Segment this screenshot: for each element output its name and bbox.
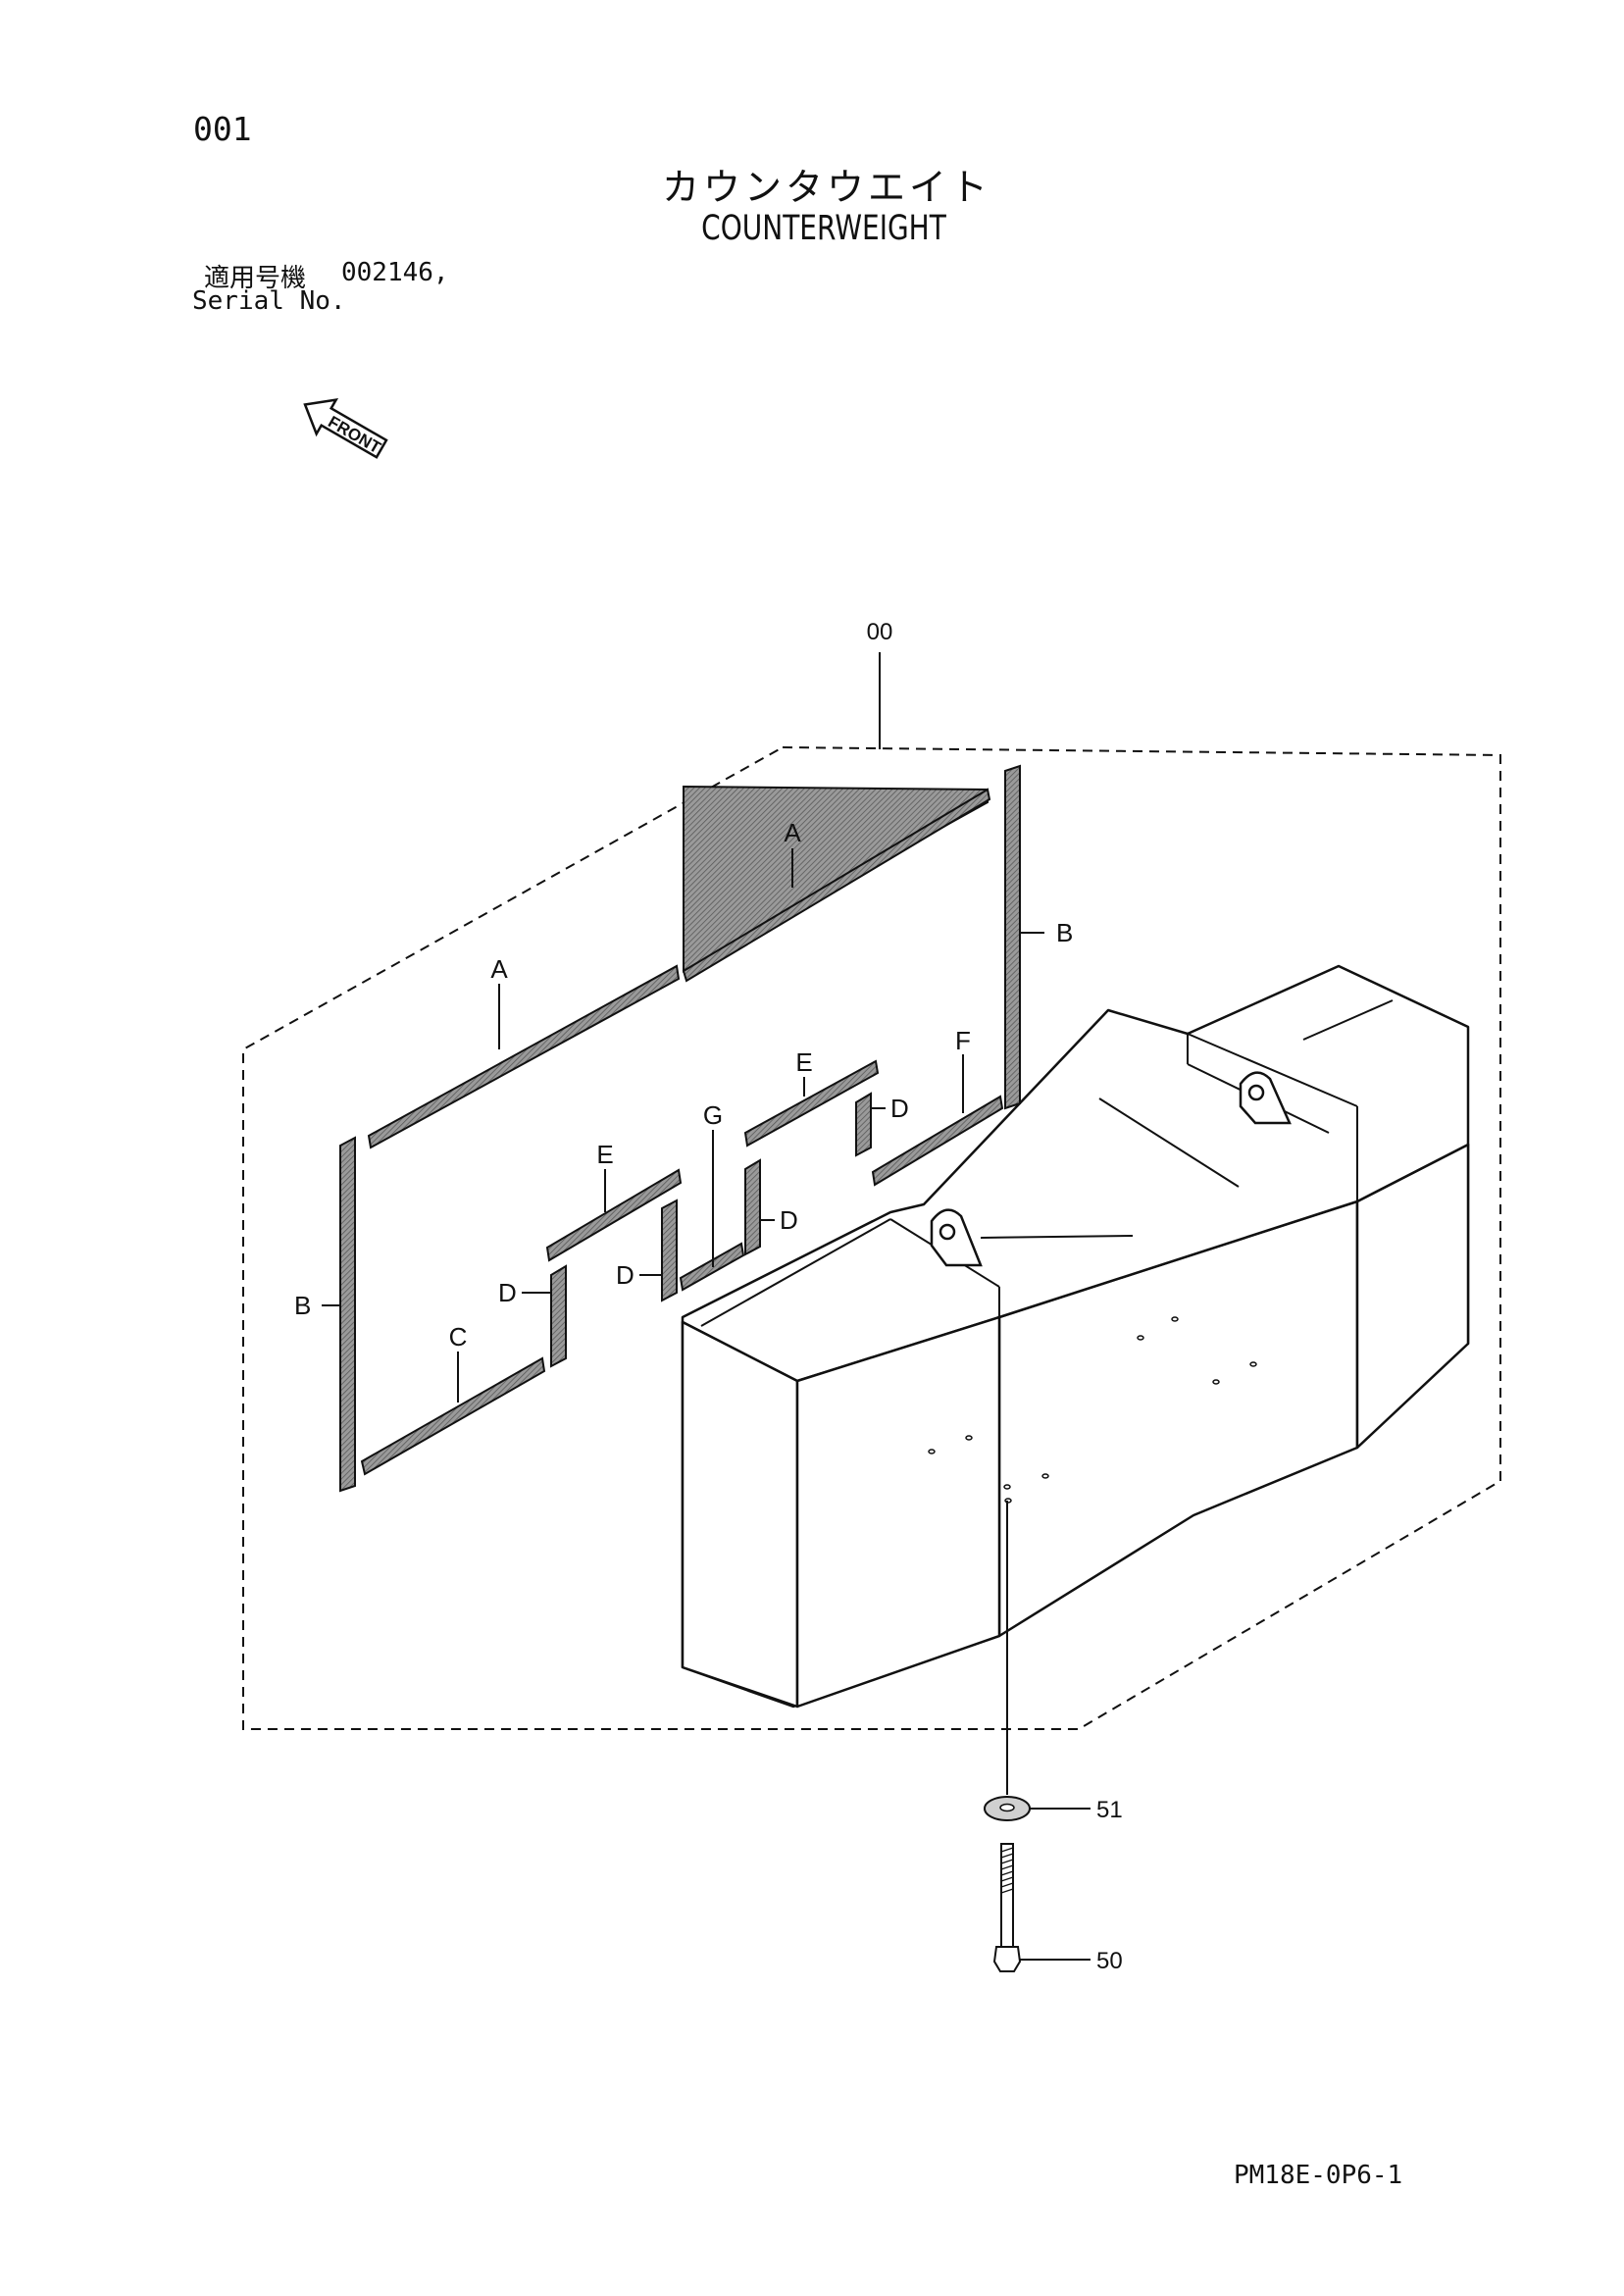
counterweight-body	[681, 964, 1470, 1709]
strip-b-right	[1004, 764, 1021, 1110]
callout-b-right: B	[1056, 918, 1073, 947]
title-english: COUNTERWEIGHT	[701, 209, 946, 248]
callout-d2: D	[616, 1260, 634, 1290]
callout-a-upper: A	[784, 818, 801, 847]
page-number: 001	[193, 110, 252, 148]
assembly-boundary	[242, 745, 1501, 1730]
front-arrow-icon: FRONT	[303, 398, 388, 459]
strip-d3	[744, 1158, 761, 1256]
strip-d2	[661, 1199, 678, 1302]
callout-d4: D	[890, 1094, 909, 1123]
seal-strips	[339, 764, 1021, 1493]
callout-e1: E	[596, 1140, 613, 1169]
callout-d1: D	[498, 1278, 517, 1307]
washer-icon	[984, 1796, 1031, 1821]
strip-d1	[550, 1264, 567, 1368]
assembly-number: 00	[867, 619, 893, 645]
callout-leaders	[322, 848, 1091, 1961]
callout-b-left: B	[294, 1291, 311, 1320]
strip-a-upper-bar	[682, 788, 991, 983]
counterweight-top-lines	[700, 965, 1469, 1327]
callout-d3: D	[780, 1205, 798, 1235]
callout-g: G	[703, 1100, 723, 1130]
callout-c: C	[449, 1322, 468, 1352]
strip-a-lower	[367, 964, 681, 1149]
callout-f: F	[955, 1026, 971, 1055]
callout-a-lower: A	[490, 954, 508, 984]
title-japanese: カウンタウエイト	[661, 166, 991, 209]
bolt-icon	[992, 1843, 1022, 1972]
strip-c	[360, 1356, 546, 1476]
callout-e2: E	[795, 1047, 812, 1077]
bolt-holes	[928, 1316, 1257, 1504]
strip-f	[871, 1095, 1004, 1187]
strip-e1	[545, 1168, 683, 1262]
part-number-50: 50	[1096, 1948, 1123, 1974]
strip-e2	[743, 1059, 880, 1148]
serial-label-japanese: 適用号機	[204, 264, 307, 293]
part-number-51: 51	[1096, 1797, 1123, 1823]
strip-d4	[855, 1092, 872, 1157]
lifting-lug-icon	[930, 1071, 1292, 1267]
serial-label-english: Serial No.	[192, 286, 346, 316]
document-code: PM18E-0P6-1	[1234, 2161, 1403, 2190]
strip-b-left	[339, 1136, 356, 1493]
serial-number-value: 002146,	[341, 258, 449, 287]
